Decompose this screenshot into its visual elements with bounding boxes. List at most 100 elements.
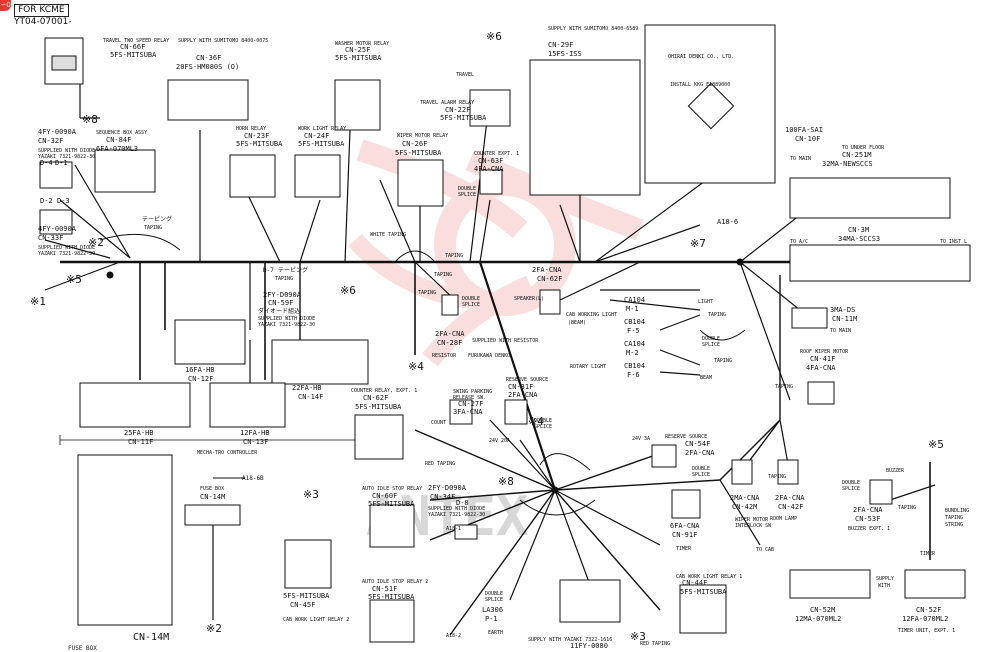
label-l168: BUNDLING (945, 508, 969, 514)
connector-cn24f (294, 154, 341, 198)
label-l150: 2MA-CNA (730, 494, 760, 502)
label-l117: CN-31F (508, 383, 533, 391)
label-l22: 4FY-0090A (38, 128, 77, 136)
label-l73: DOUBLE (462, 296, 480, 302)
connector-cn251m (789, 177, 951, 219)
connector-cn28f (441, 294, 459, 316)
reference-mark-m3b: ※3 (630, 630, 646, 643)
reference-mark-m8b: ※8 (498, 475, 514, 488)
label-l10: SUPPLY WITH SUMITOMO 8400-6589 (548, 26, 638, 32)
connector-cn91f (671, 489, 701, 519)
label-l43: TO UNDER FLOOR (842, 145, 885, 151)
label-l155: 6FA-CNA (670, 522, 700, 530)
connector-cn44f (679, 584, 727, 634)
label-l180: SPLICE (485, 597, 503, 603)
reference-mark-m7: ※7 (690, 237, 706, 250)
label-l41: DOUBLE (458, 186, 476, 192)
label-l77: SPEAKER(L) (514, 296, 544, 302)
label-l109: COUNTER RELAY, EXPT. 1 (351, 388, 417, 394)
label-l128: DOUBLE (534, 418, 552, 424)
label-l85: (BEAM) (568, 320, 586, 326)
connector-cn13f (209, 382, 286, 428)
label-l142: CN-60F (372, 492, 397, 500)
label-l18: INSTALL KKG E1889000 (670, 82, 730, 88)
label-l42: SPLICE (458, 192, 476, 198)
connector-cn12f (174, 319, 246, 365)
label-l88: TO MAIN (830, 328, 851, 334)
connector-cn29f (529, 59, 641, 196)
label-l154: ROOM LAMP (770, 516, 797, 522)
label-l177: 5FS-MITSUBA (368, 593, 415, 601)
label-l125: MECHA-TRO CONTROLLER (197, 450, 258, 456)
label-l71: TAPING (434, 272, 452, 278)
label-l53: CN-33F (38, 234, 63, 242)
connector-cn14m-plug (184, 504, 241, 526)
label-l87: CN-11M (832, 315, 857, 323)
label-l14: TRAVEL ALARM RELAY (420, 100, 474, 106)
label-l171: TIMER (920, 551, 936, 557)
label-l104: ROOF WIPER MOTOR (800, 349, 849, 355)
connector-cn84f (94, 149, 156, 193)
label-l69: SUPPLIED WITH DIODE (258, 316, 315, 322)
label-l75: 2FA-CNA (532, 266, 562, 274)
label-l126: COUNT (431, 420, 446, 426)
label-l187: CAB WORK LIGHT RELAY 1 (676, 574, 742, 580)
page-corner-mark: −0 (0, 0, 11, 11)
harness-wires (44, 70, 936, 636)
label-l2: CN-66F (120, 43, 145, 51)
connector-cn45f (284, 539, 332, 589)
reference-mark-m4a: ※4 (408, 360, 424, 373)
label-l145: CN-34F (430, 493, 455, 501)
label-l160: TO CAB (756, 547, 774, 553)
connector-cn60f (369, 504, 415, 548)
label-l189: 5FS-MITSUBA (680, 588, 727, 596)
label-l102: BEAM (700, 375, 712, 381)
label-l93: FURUKAWA DENKO (468, 353, 510, 359)
label-l9: 5FS-MITSUBA (335, 54, 382, 62)
label-l147: SUPPLIED WITH DIODE (428, 506, 485, 512)
label-l157: TIMER (676, 546, 692, 552)
connector-cn32f (39, 161, 73, 189)
label-l86: 3MA-DS (830, 306, 855, 314)
label-l174: CAB WORK LIGHT RELAY 2 (283, 617, 349, 623)
reference-mark-m2b: ※2 (206, 622, 222, 635)
label-l105: CN-41F (810, 355, 835, 363)
label-l31: 5FS-MITSUBA (236, 140, 283, 148)
label-l11: CN-29F (548, 41, 573, 49)
label-l186: RED TAPING (640, 641, 670, 647)
label-l57: TAPING (445, 253, 463, 259)
label-l151: CN-42M (732, 503, 757, 511)
connector-cn42f (777, 459, 799, 485)
connector-cn25f (334, 79, 381, 131)
label-l26: SEQUENCE BOX ASSY (96, 130, 147, 136)
label-l159: INTERLOCK SW (735, 523, 772, 529)
label-l19: 100FA-SAI (785, 126, 823, 134)
label-l161: BUZZER (886, 468, 905, 474)
label-l84: CAB WORKING LIGHT (566, 312, 617, 318)
label-l107: 16FA-HB (185, 366, 215, 374)
connector-cn52f (904, 569, 966, 599)
label-l146: D-8 (456, 499, 469, 507)
label-l138: A18-6B (242, 475, 264, 482)
label-l197: CN-14M (133, 632, 169, 643)
connector-shapes (39, 24, 971, 643)
label-l97: F-6 (627, 371, 640, 379)
label-l149: A18-1 (446, 526, 461, 532)
label-l33: CN-24F (304, 132, 329, 140)
label-l191: 12MA-070ML2 (795, 615, 841, 623)
label-l122: CN-11F (128, 438, 153, 446)
market-badge: FOR KCME (14, 4, 69, 17)
label-l28: 6FA-070ML3 (96, 145, 138, 153)
label-l193: WITH (878, 583, 890, 589)
label-l135: SPLICE (692, 472, 710, 478)
label-l156: CN-91F (672, 531, 697, 539)
label-l152: 2FA-CNA (775, 494, 805, 502)
label-l17: OHIRAI DENKI CO., LTD. (668, 54, 734, 60)
label-l123: 12FA-HB (240, 429, 270, 437)
connector-cn54f (651, 444, 677, 468)
reference-mark-m6a: ※6 (340, 284, 356, 297)
label-l110: CN-62F (363, 394, 388, 402)
label-l130: 24V 3A (632, 436, 650, 442)
connector-cn11m (791, 307, 828, 329)
